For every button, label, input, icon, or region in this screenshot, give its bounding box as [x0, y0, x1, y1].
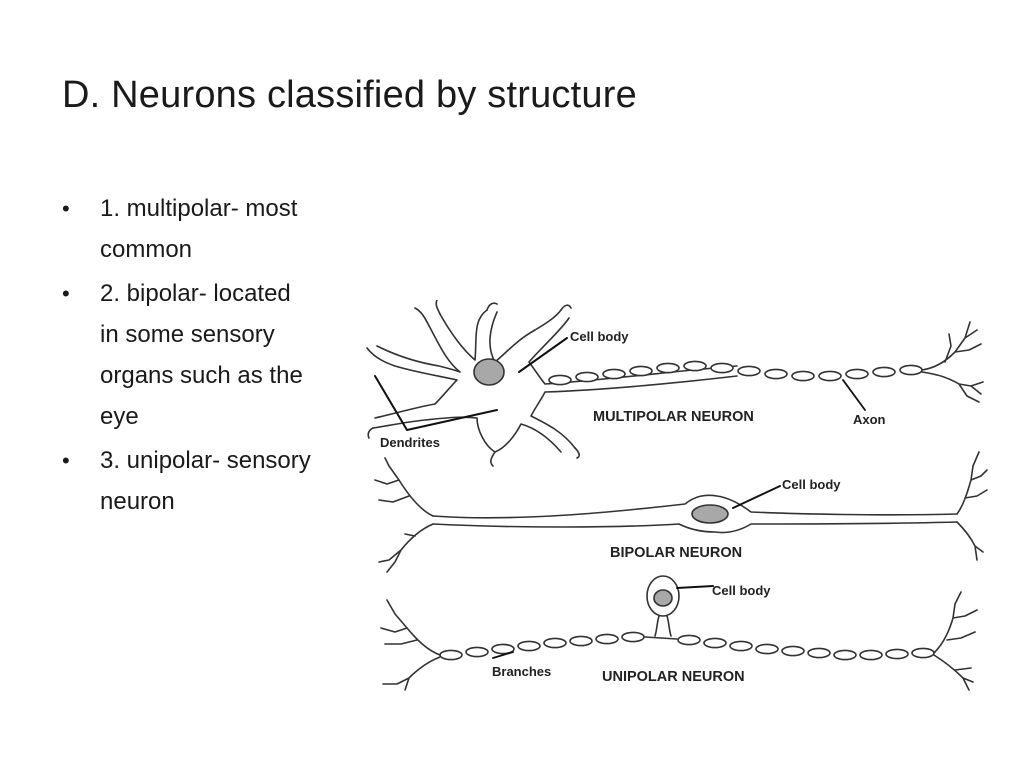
branches-pointer — [492, 651, 514, 659]
bullet-item-bipolar: • 2. bipolar- located in some sensory or… — [62, 273, 312, 437]
unipolar-neuron-label: UNIPOLAR NEURON — [602, 669, 745, 685]
bullet-list: • 1. multipolar- most common • 2. bipola… — [62, 188, 312, 525]
multipolar-nucleus — [473, 358, 505, 386]
cell-body-pointer — [518, 337, 568, 373]
multipolar-axon-terminal — [921, 321, 984, 403]
unipolar-cell-body-label: Cell body — [712, 583, 771, 598]
dendrites-pointer — [374, 375, 498, 431]
slide-title: D. Neurons classified by structure — [62, 74, 637, 116]
unipolar-stalk — [654, 615, 672, 637]
bipolar-nucleus — [691, 504, 729, 524]
bipolar-dendrites-left — [374, 457, 434, 573]
unipolar-dendrites-right — [933, 591, 978, 691]
bullet-text: 1. multipolar- most common — [100, 195, 298, 263]
branches-label: Branches — [492, 664, 551, 679]
dendrites-label: Dendrites — [380, 435, 440, 450]
bullet-marker: • — [62, 281, 70, 306]
bipolar-neuron-label: BIPOLAR NEURON — [610, 545, 742, 561]
unipolar-nucleus — [653, 589, 673, 607]
axon-pointer — [842, 379, 866, 411]
unipolar-dendrites-left — [380, 599, 441, 691]
unipolar-cell-body-pointer — [676, 585, 714, 589]
multipolar-axon — [548, 360, 923, 386]
bullet-marker: • — [62, 196, 70, 221]
bullet-item-unipolar: • 3. unipolar- sensory neuron — [62, 440, 312, 522]
axon-label: Axon — [853, 412, 886, 427]
unipolar-axon — [439, 631, 935, 661]
bullet-marker: • — [62, 448, 70, 473]
bipolar-cell-body-pointer — [732, 485, 781, 509]
multipolar-neuron-label: MULTIPOLAR NEURON — [593, 409, 754, 425]
bipolar-cell-body-label: Cell body — [782, 477, 841, 492]
neuron-diagram: Cell body Dendrites MULTIPOLAR NEURON Ax… — [366, 300, 988, 691]
bipolar-fiber — [432, 494, 958, 534]
multipolar-soma — [366, 309, 738, 453]
multipolar-cell-body-label: Cell body — [570, 329, 629, 344]
bullet-text: 3. unipolar- sensory neuron — [100, 447, 311, 515]
bipolar-neuron — [374, 451, 988, 573]
bullet-text: 2. bipolar- located in some sensory orga… — [100, 280, 303, 430]
multipolar-neuron — [366, 300, 984, 467]
bullet-item-multipolar: • 1. multipolar- most common — [62, 188, 312, 270]
unipolar-neuron — [380, 575, 978, 691]
bipolar-dendrites-right — [956, 451, 988, 561]
